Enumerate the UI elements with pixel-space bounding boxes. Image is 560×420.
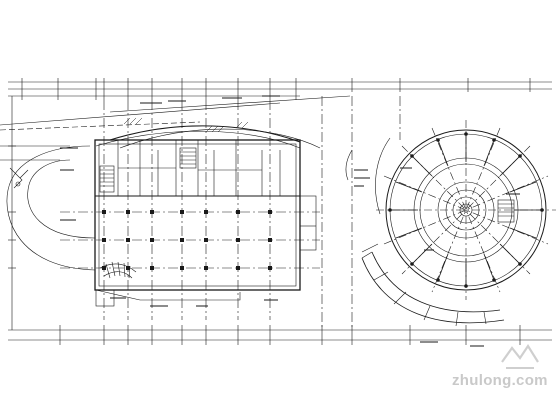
left-dimension-lines (8, 96, 16, 330)
left-curved-ramp (6, 145, 96, 271)
top-dimension-lines (8, 78, 552, 100)
site-boundary-lines (0, 95, 351, 161)
spiral-ramp (345, 137, 505, 327)
hatch-marks (123, 117, 249, 133)
zhulong-logo-icon (501, 343, 539, 369)
round-building (376, 120, 556, 300)
bottom-dimension-lines (8, 325, 552, 345)
watermark-text: zhulong.com (452, 372, 548, 389)
annotation-marks (60, 95, 520, 347)
main-building-block (60, 100, 320, 320)
gridlines-middle (321, 96, 401, 330)
